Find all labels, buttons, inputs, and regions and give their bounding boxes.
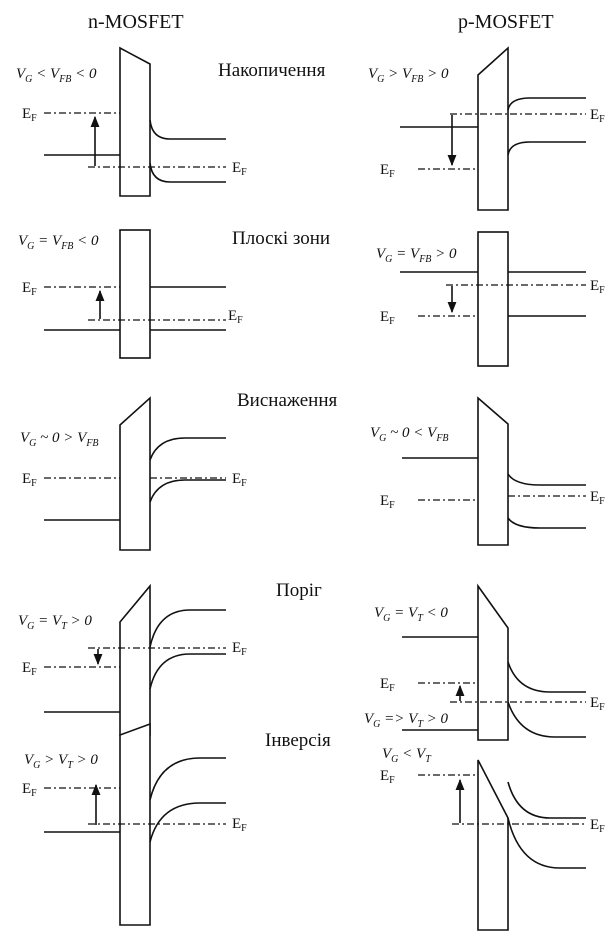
band-p-depletion: [402, 396, 586, 546]
band-n-depletion: [44, 396, 226, 551]
fermi-label: EF: [232, 471, 247, 489]
section-title-threshold: Поріг: [276, 580, 322, 601]
band-p-inversion: [402, 729, 586, 931]
band-n-inversion: [44, 722, 226, 926]
fermi-label: EF: [232, 160, 247, 178]
fermi-label: EF: [590, 695, 605, 713]
section-title-flatband: Плоскі зони: [232, 228, 330, 249]
eq-p-threshold: VG = VT < 0: [374, 605, 448, 624]
fermi-label: EF: [22, 106, 37, 124]
section-title-depletion: Виснаження: [237, 390, 338, 411]
eq-p-threshold-2: VG => VT > 0: [364, 711, 449, 730]
eq-n-flatband: VG = VFB < 0: [18, 233, 99, 252]
eq-p-depletion: VG ~ 0 < VFB: [370, 425, 449, 444]
eq-n-inversion: VG > VT > 0: [24, 752, 98, 771]
fermi-labels: EF EF EF EF EF EF EF EF EF EF EF EF EF E…: [22, 106, 605, 835]
fermi-label: EF: [380, 162, 395, 180]
eq-n-accumulation: VG < VFB < 0: [16, 66, 97, 85]
eq-n-depletion: VG ~ 0 > VFB: [20, 430, 99, 449]
fermi-label: EF: [380, 493, 395, 511]
eq-p-accumulation: VG > VFB > 0: [368, 66, 449, 85]
fermi-label: EF: [380, 309, 395, 327]
band-p-flatband: [400, 231, 586, 367]
band-n-accumulation: [44, 46, 226, 197]
fermi-label: EF: [232, 640, 247, 658]
band-p-threshold: [402, 583, 586, 741]
band-n-threshold: [44, 583, 226, 736]
section-title-inversion: Інверсія: [265, 730, 331, 751]
eq-p-inversion: VG < VT: [382, 746, 432, 765]
band-n-flatband: [44, 229, 226, 359]
band-p-accumulation: [400, 46, 586, 211]
column-title-p: p-MOSFET: [458, 11, 554, 33]
fermi-label: EF: [228, 308, 243, 326]
fermi-label: EF: [22, 781, 37, 799]
fermi-label: EF: [590, 489, 605, 507]
fermi-label: EF: [22, 280, 37, 298]
eq-n-threshold: VG = VT > 0: [18, 613, 92, 632]
fermi-label: EF: [380, 676, 395, 694]
fermi-label: EF: [380, 768, 395, 786]
fermi-label: EF: [232, 816, 247, 834]
fermi-label: EF: [590, 107, 605, 125]
fermi-label: EF: [590, 278, 605, 296]
eq-p-flatband: VG = VFB > 0: [376, 246, 457, 265]
section-title-accumulation: Накопичення: [218, 60, 326, 81]
fermi-label: EF: [22, 660, 37, 678]
column-title-n: n-MOSFET: [88, 11, 184, 33]
fermi-label: EF: [22, 471, 37, 489]
fermi-label: EF: [590, 817, 605, 835]
